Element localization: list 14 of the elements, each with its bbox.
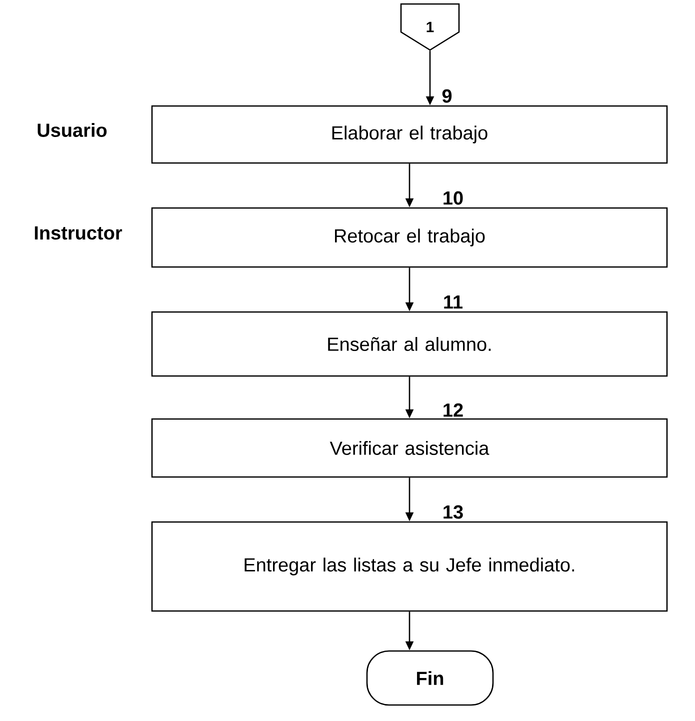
lane-label: Usuario [38,123,107,137]
step-number: 9 [442,89,452,103]
step-number: 10 [444,191,463,205]
lane-label: Instructor [34,226,122,240]
step-number: 11 [444,295,462,309]
process-box: Verificar asistencia [151,418,668,478]
step-number: 13 [444,505,463,519]
terminator: Fin [366,650,494,706]
off-page-connector: 1 [400,3,460,51]
process-box: Retocar el trabajo [151,207,668,268]
process-box: Entregar las listas a su Jefe inmediato. [151,521,668,612]
process-box: Elaborar el trabajo [151,105,668,164]
step-number: 12 [444,403,463,417]
process-box: Enseñar al alumno. [151,311,668,377]
